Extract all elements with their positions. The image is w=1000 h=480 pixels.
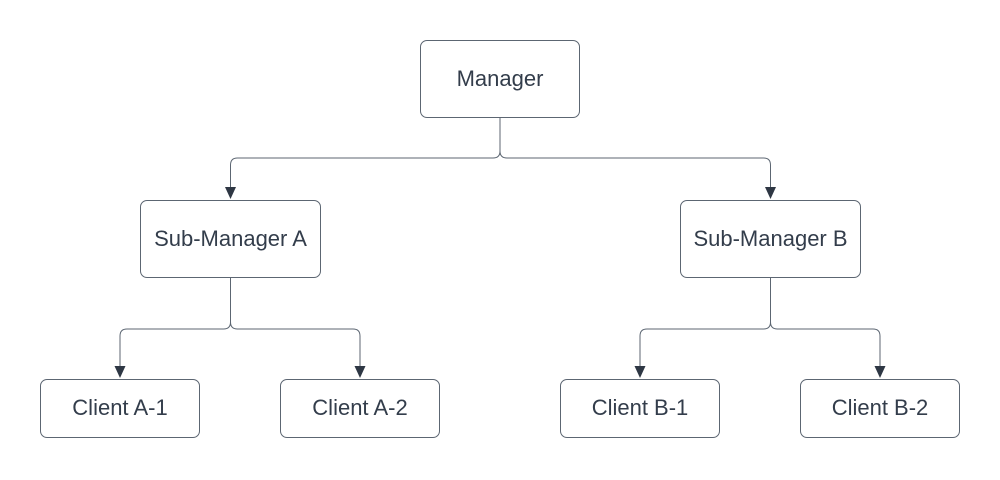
node-sub-manager-a[interactable]: Sub-Manager A	[140, 200, 321, 278]
node-client-b2[interactable]: Client B-2	[800, 379, 960, 438]
edge-sub-manager-a-to-client-a2	[230, 278, 361, 367]
edge-sub-manager-b-to-client-b2	[770, 278, 881, 367]
arrowhead-client-a2	[354, 366, 366, 378]
arrowhead-sub-manager-b	[765, 187, 776, 199]
edge-sub-manager-a-to-client-a1	[119, 278, 231, 367]
edge-sub-manager-b-to-client-b1	[639, 278, 771, 367]
edge-manager-to-sub-manager-a	[230, 118, 501, 188]
arrowhead-client-a1	[114, 366, 126, 378]
arrowhead-sub-manager-a	[225, 187, 236, 199]
node-client-a1[interactable]: Client A-1	[40, 379, 200, 438]
edge-manager-to-sub-manager-b	[499, 118, 771, 188]
node-manager[interactable]: Manager	[420, 40, 580, 118]
node-client-a2[interactable]: Client A-2	[280, 379, 440, 438]
arrowhead-client-b2	[874, 366, 886, 378]
node-sub-manager-b[interactable]: Sub-Manager B	[680, 200, 861, 278]
node-client-b1[interactable]: Client B-1	[560, 379, 720, 438]
arrowhead-client-b1	[634, 366, 646, 378]
